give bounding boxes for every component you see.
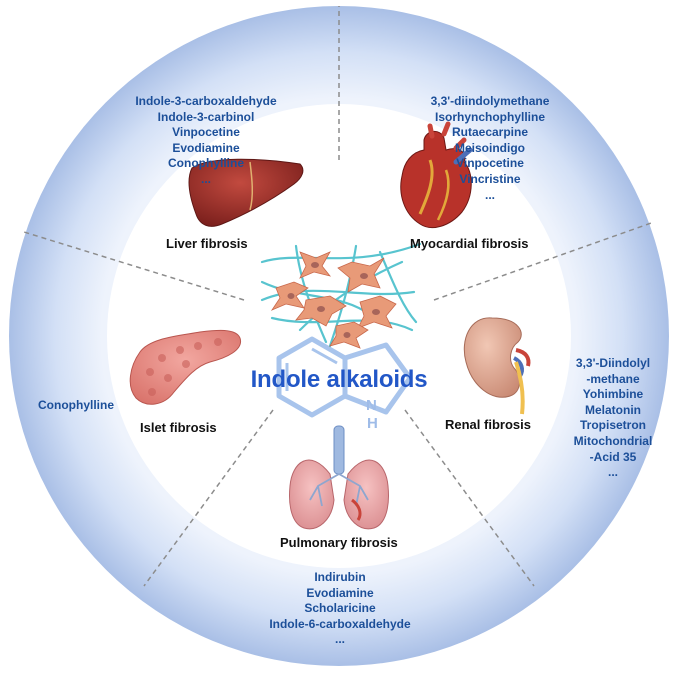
compound-item: Evodiamine: [306, 585, 374, 600]
compound-item: 3,3'-Diindolyl: [575, 356, 651, 370]
compound-item: Conophylline: [38, 398, 114, 412]
compound-item: Mitochondrial: [573, 433, 653, 448]
lungs-icon: [289, 425, 389, 530]
compound-item: Vinpocetine: [172, 125, 240, 140]
compound-item: Melatonin: [585, 402, 641, 417]
compound-item: Vincristine: [459, 171, 521, 186]
compound-item: -methane: [586, 371, 640, 386]
compound-item: Tropisetron: [579, 418, 646, 433]
fibroblast-cells-icon: [260, 242, 422, 349]
kidney-icon: [463, 317, 531, 415]
islet-compound-list: Conophylline: [28, 398, 124, 414]
pulmonary-compound-list: Indirubin Evodiamine Scholaricine Indole…: [240, 570, 440, 648]
center-title: Indole alkaloids: [250, 366, 428, 393]
indole-structure-icon: [276, 336, 413, 418]
myocardial-compound-list: 3,3'-diindolymethane Isorhynchophylline …: [400, 94, 580, 203]
myocardial-fibrosis-label: Myocardial fibrosis: [410, 236, 529, 251]
compound-item: Meisoindigo: [455, 140, 525, 155]
divider-lower-left: [143, 409, 274, 587]
divider-left: [23, 231, 245, 301]
compound-item: -Acid 35: [589, 449, 637, 464]
compound-item: Indole-3-carboxaldehyde: [135, 94, 277, 108]
compound-item: Evodiamine: [172, 140, 240, 155]
compound-item: 3,3'-diindolymethane: [430, 94, 550, 108]
compound-item: Indole-3-carbinol: [157, 109, 255, 124]
compound-item: ...: [484, 187, 495, 202]
compound-item: Scholaricine: [304, 601, 376, 616]
section-dividers: [23, 6, 655, 587]
compound-item: Rutaecarpine: [451, 125, 529, 140]
renal-fibrosis-label: Renal fibrosis: [445, 417, 531, 432]
liver-fibrosis-label: Liver fibrosis: [166, 236, 248, 251]
compound-item: ...: [607, 465, 618, 480]
divider-right: [433, 221, 655, 301]
pulmonary-fibrosis-label: Pulmonary fibrosis: [280, 535, 398, 550]
compound-item: ...: [334, 632, 345, 647]
compound-item: Indirubin: [314, 570, 366, 584]
compound-item: Vinpocetine: [456, 156, 524, 171]
liver-compound-list: Indole-3-carboxaldehyde Indole-3-carbino…: [116, 94, 296, 188]
compound-item: ...: [200, 171, 211, 186]
islet-fibrosis-label: Islet fibrosis: [140, 420, 217, 435]
compound-item: Isorhynchophylline: [434, 109, 545, 124]
compound-item: Indole-6-carboxaldehyde: [269, 616, 411, 631]
pancreas-icon: [129, 329, 242, 405]
heart-icon: [400, 121, 473, 228]
nitrogen-label: N: [366, 397, 377, 414]
compound-item: Yohimbine: [582, 387, 644, 402]
renal-compound-list: 3,3'-Diindolyl -methane Yohimbine Melato…: [560, 356, 666, 481]
hydrogen-label: H: [367, 415, 378, 432]
liver-icon: [188, 158, 304, 227]
compound-item: Conophylline: [168, 156, 244, 171]
divider-lower-right: [404, 409, 535, 587]
